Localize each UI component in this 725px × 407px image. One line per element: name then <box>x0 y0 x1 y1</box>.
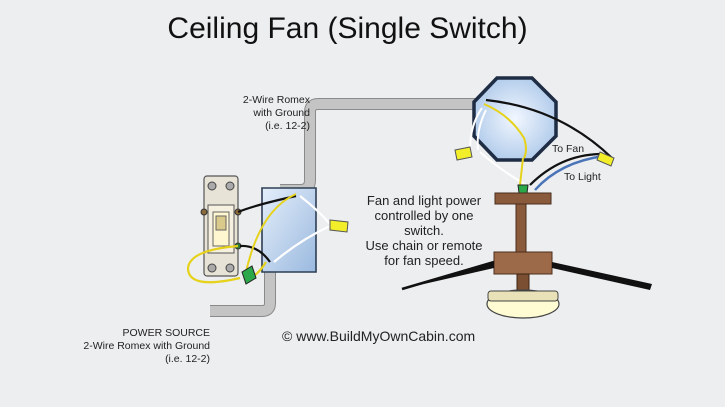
power-label-line-3: (i.e. 12-2) <box>165 353 210 365</box>
note-line-5: for fan speed. <box>384 253 464 268</box>
to-fan-label: To Fan <box>552 143 585 155</box>
switch-wiring <box>186 193 349 285</box>
ceiling-fan-icon <box>401 192 652 319</box>
note-line-3: switch. <box>404 223 444 238</box>
note-line-2: controlled by one <box>374 208 474 223</box>
power-label-line-2: 2-Wire Romex with Ground <box>83 340 210 352</box>
note-line-4: Use chain or remote <box>365 238 483 253</box>
switch-box-icon <box>261 187 317 273</box>
copyright-text: © www.BuildMyOwnCabin.com <box>282 328 476 344</box>
romex-label-line-1: 2-Wire Romex <box>242 94 310 106</box>
ceiling-wiring <box>454 98 615 194</box>
romex-cable-top <box>280 98 482 196</box>
switch-note: Fan and light power controlled by one sw… <box>355 193 493 268</box>
note-line-1: Fan and light power <box>366 193 482 208</box>
romex-label-line-2: with Ground <box>253 107 310 119</box>
octagon-ceiling-box-icon <box>472 76 558 162</box>
power-label-line-1: POWER SOURCE <box>122 327 210 339</box>
romex-label-top: 2-Wire Romex with Ground (i.e. 12-2) <box>210 94 310 133</box>
romex-cable-power <box>210 262 276 317</box>
to-light-label: To Light <box>564 171 601 183</box>
power-source-label: POWER SOURCE 2-Wire Romex with Ground (i… <box>60 327 210 366</box>
diagram-title: Ceiling Fan (Single Switch) <box>167 12 528 45</box>
romex-label-line-3: (i.e. 12-2) <box>265 120 310 132</box>
single-pole-switch-icon <box>200 175 242 277</box>
